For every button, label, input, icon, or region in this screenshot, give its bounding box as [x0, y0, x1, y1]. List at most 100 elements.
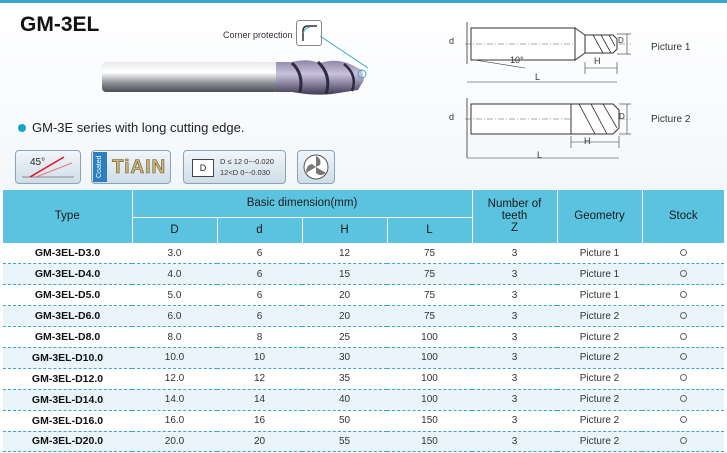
cell-L: 100 [387, 347, 472, 369]
stock-circle-icon [679, 290, 687, 298]
cell-teeth: 3 [472, 431, 557, 453]
cell-stock [642, 410, 724, 432]
cell-D: 14.0 [132, 389, 217, 411]
header-H: H [302, 217, 388, 244]
coating-name: TiAIN [112, 157, 167, 179]
cell-d: 6 [217, 263, 302, 286]
header-L: L [387, 217, 473, 244]
cell-type: GM-3EL-D16.0 [3, 410, 132, 432]
cell-L: 100 [387, 368, 472, 390]
cell-D: 6.0 [132, 305, 217, 328]
cell-type: GM-3EL-D3.0 [3, 243, 132, 265]
cell-L: 150 [387, 431, 472, 453]
stock-circle-icon [679, 436, 687, 444]
cell-type: GM-3EL-D6.0 [3, 305, 132, 328]
p1-dim-H: H [594, 56, 601, 66]
cell-geometry: Picture 2 [557, 431, 642, 453]
picture1-diagram [465, 22, 631, 83]
cell-d: 6 [217, 243, 302, 265]
stock-circle-icon [679, 269, 687, 277]
cell-H: 25 [302, 326, 387, 348]
tolerance-line-1: D ≤ 12 0~-0.020 [220, 157, 274, 166]
cell-H: 50 [302, 410, 387, 432]
cell-teeth: 3 [472, 243, 557, 265]
end-mill-image [102, 60, 367, 95]
feature-bullet: GM-3E series with long cutting edge. [18, 120, 244, 135]
cell-D: 20.0 [132, 431, 217, 453]
cell-stock [642, 347, 724, 369]
header-teeth-line1: Number of [487, 198, 542, 211]
cell-H: 12 [302, 243, 387, 265]
cell-D: 10.0 [132, 347, 217, 369]
cell-teeth: 3 [472, 284, 557, 307]
cell-H: 20 [302, 284, 387, 307]
coating-tag: Coated [93, 152, 107, 182]
cell-stock [642, 263, 724, 286]
cell-type: GM-3EL-D12.0 [3, 368, 132, 390]
header-stock: Stock [642, 190, 724, 244]
header-teeth: Number of teeth Z [472, 190, 558, 244]
header-type: Type [3, 190, 133, 244]
cell-geometry: Picture 2 [557, 389, 642, 411]
header-D: D [132, 217, 218, 244]
cell-d: 20 [217, 431, 302, 453]
feature-text: GM-3E series with long cutting edge. [32, 120, 245, 135]
cell-stock [642, 305, 724, 328]
cell-geometry: Picture 2 [557, 347, 642, 369]
cell-D: 3.0 [132, 243, 217, 265]
cell-L: 100 [387, 389, 472, 411]
stock-circle-icon [679, 248, 687, 256]
cell-L: 75 [387, 243, 472, 265]
helix-angle-value: 45° [30, 157, 46, 168]
header-basic-dimension: Basic dimension(mm) [132, 190, 473, 218]
cell-teeth: 3 [472, 305, 557, 328]
stock-circle-icon [679, 416, 687, 424]
picture2-label: Picture 2 [651, 114, 691, 125]
cell-L: 75 [387, 284, 472, 307]
picture1-label: Picture 1 [651, 42, 691, 53]
cell-type: GM-3EL-D5.0 [3, 284, 132, 307]
cell-d: 14 [217, 389, 302, 411]
cell-D: 16.0 [132, 410, 217, 432]
header-teeth-line3: Z [510, 222, 519, 235]
stock-circle-icon [679, 332, 687, 340]
cell-teeth: 3 [472, 347, 557, 369]
cell-type: GM-3EL-D20.0 [3, 431, 132, 453]
top-accent-line [0, 0, 727, 3]
tolerance-line-2: 12<D 0~-0.030 [220, 168, 271, 177]
cell-L: 150 [387, 410, 472, 432]
cell-teeth: 3 [472, 368, 557, 390]
cell-teeth: 3 [472, 263, 557, 286]
p2-dim-H: H [584, 136, 591, 146]
p2-dim-d: d [449, 112, 455, 122]
stock-circle-icon [679, 374, 687, 382]
cell-H: 35 [302, 368, 387, 390]
cell-H: 55 [302, 431, 387, 453]
cell-d: 16 [217, 410, 302, 432]
coating-badge: Coated TiAIN [91, 150, 171, 184]
cell-stock [642, 284, 724, 307]
stock-circle-icon [679, 311, 687, 319]
corner-pointer-line [319, 35, 369, 69]
header-d: d [217, 217, 303, 244]
cell-L: 75 [387, 263, 472, 286]
cell-D: 4.0 [132, 263, 217, 286]
cell-stock [642, 243, 724, 265]
cell-stock [642, 368, 724, 390]
cell-geometry: Picture 2 [557, 368, 642, 390]
p1-dim-d: d [449, 36, 455, 46]
cell-teeth: 3 [472, 410, 557, 432]
cell-geometry: Picture 1 [557, 243, 642, 265]
p2-dim-D: D [619, 112, 625, 121]
picture2-diagram [465, 98, 631, 159]
cell-teeth: 3 [472, 389, 557, 411]
diameter-icon: D [192, 159, 214, 177]
cell-d: 12 [217, 368, 302, 390]
cell-H: 15 [302, 263, 387, 286]
